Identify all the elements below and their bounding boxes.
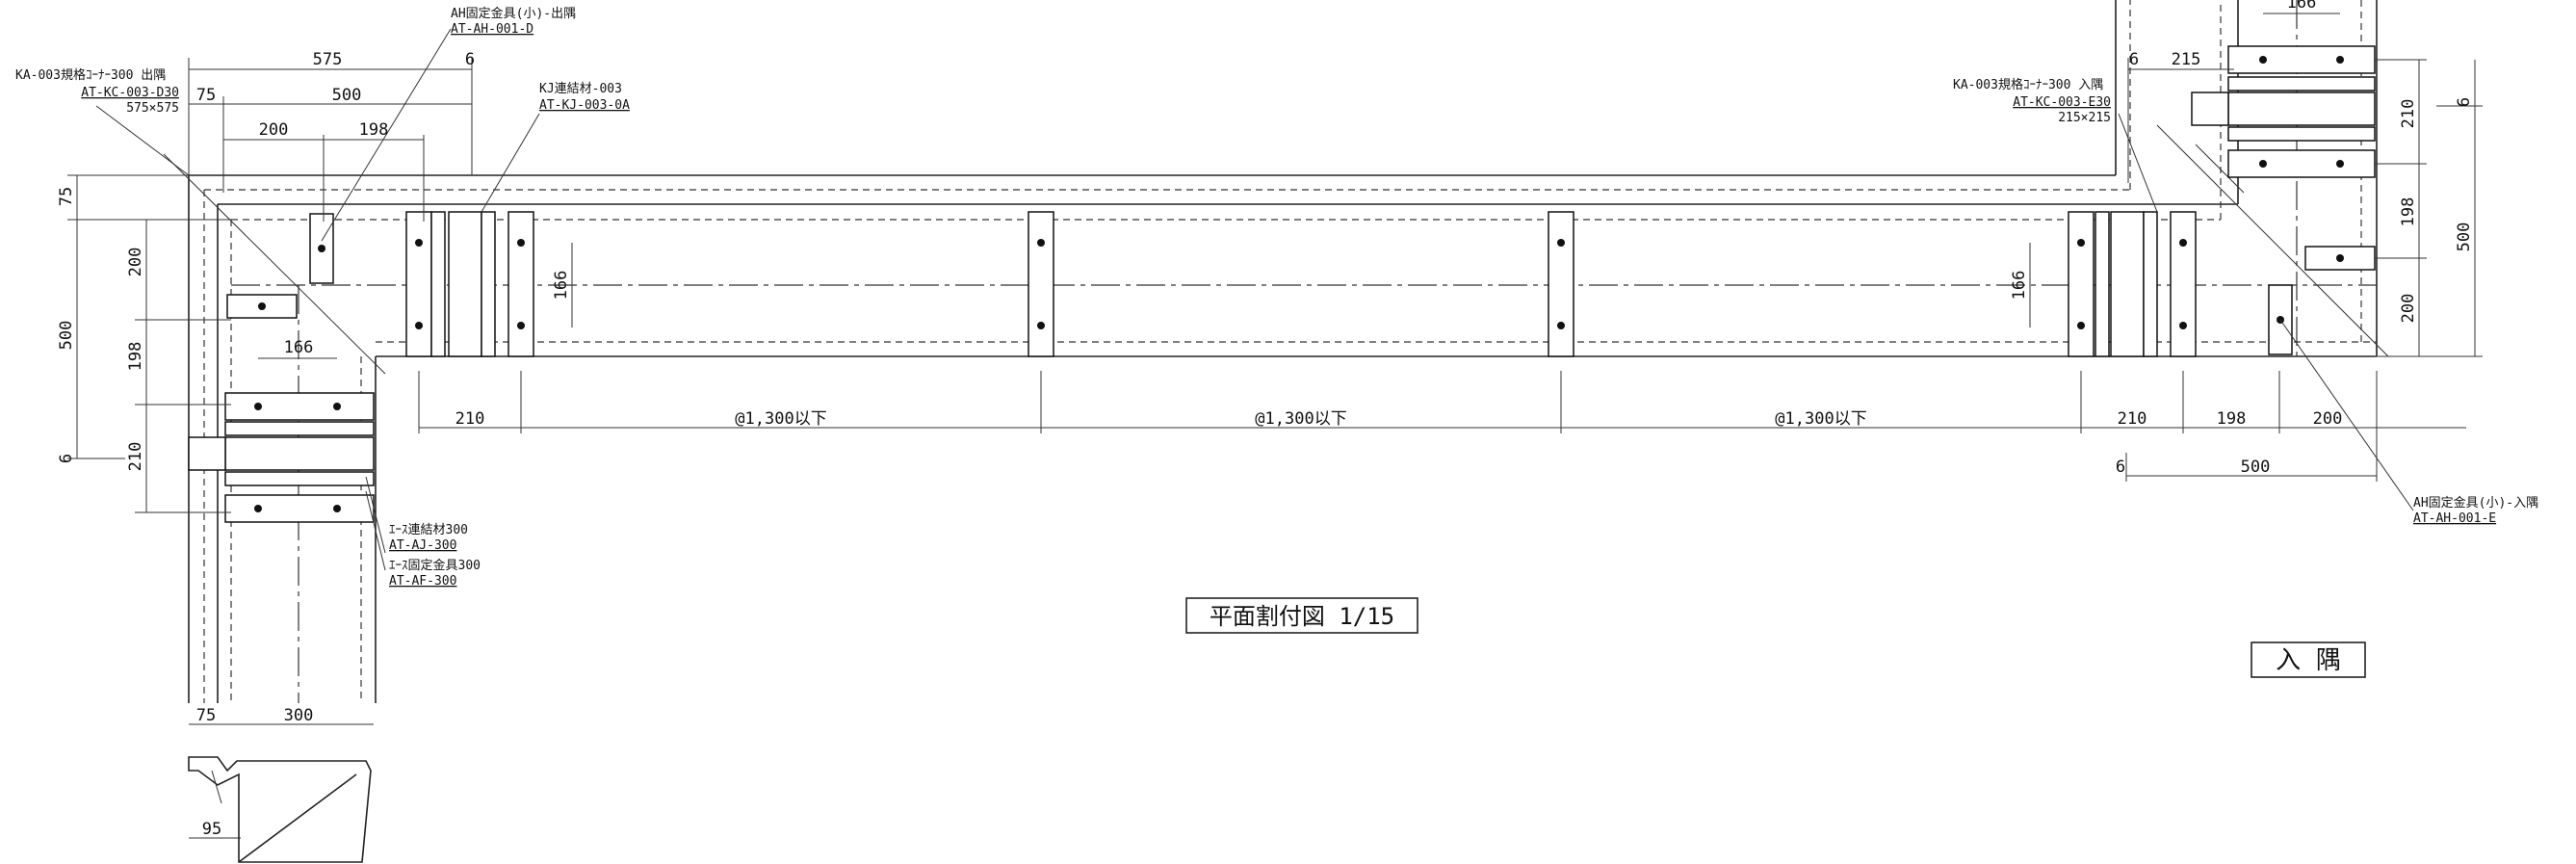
dim-6-top-left: 6 <box>465 50 475 69</box>
kj-name: KJ連結材-003 <box>539 82 622 96</box>
dim-200-left: 200 <box>126 248 145 277</box>
dim-166-mid-right: 166 <box>2010 271 2029 301</box>
dim-210-right: 210 <box>2399 99 2418 129</box>
dim-166-top-right: 166 <box>2287 0 2317 13</box>
dim-198-left: 198 <box>126 342 145 372</box>
corner-label: 入 隅 <box>2276 646 2341 675</box>
dim-6-top-right: 6 <box>2129 50 2139 69</box>
dim-500-right: 500 <box>2455 223 2474 252</box>
dim-500-top: 500 <box>332 86 362 105</box>
dim-166-left: 166 <box>284 338 314 357</box>
dim-6-b: 6 <box>2116 458 2125 477</box>
ka-outer-size: 575×575 <box>126 101 179 116</box>
ace-joint-name: ｴｰｽ連結材300 <box>389 523 468 537</box>
dim-575: 575 <box>313 50 343 69</box>
dim-200-right: 200 <box>2399 294 2418 324</box>
brackets <box>188 45 2376 523</box>
ah-outer-name: AH固定金具(小)-出隅 <box>451 6 576 21</box>
ace-fix-code: AT-AF-300 <box>389 574 456 589</box>
ka-inner-name: KA-003規格ｺｰﾅｰ300 入隅 <box>1953 77 2103 92</box>
ka-outer-code: AT-KC-003-D30 <box>81 86 179 100</box>
dimension-lines <box>67 13 2483 839</box>
drawing-title: 平面割付図 1/15 <box>1210 603 1394 630</box>
dim-198-b: 198 <box>2217 409 2247 429</box>
dim-210-left: 210 <box>126 442 145 472</box>
dim-pitch-1: @1,300以下 <box>735 409 826 429</box>
dim-215: 215 <box>2172 50 2201 69</box>
dim-166-mid-left: 166 <box>552 271 571 301</box>
dim-75-section: 75 <box>196 706 216 725</box>
ace-fix-name: ｴｰｽ固定金具300 <box>389 558 481 573</box>
dim-198-top: 198 <box>359 120 389 140</box>
dim-75-left: 75 <box>57 187 76 206</box>
dim-300-section: 300 <box>284 706 314 725</box>
ka-inner-code: AT-KC-003-E30 <box>2013 95 2111 110</box>
kj-code: AT-KJ-003-0A <box>539 98 630 113</box>
dim-500-left: 500 <box>57 321 76 351</box>
ka-inner-size: 215×215 <box>2058 111 2111 125</box>
dim-pitch-2: @1,300以下 <box>1255 409 1346 429</box>
ah-outer-code: AT-AH-001-D <box>451 22 533 37</box>
dim-75-top: 75 <box>196 86 216 105</box>
dim-pitch-3: @1,300以下 <box>1775 409 1866 429</box>
dim-200-top: 200 <box>259 120 289 140</box>
gutter-section <box>188 756 372 863</box>
ka-outer-name: KA-003規格ｺｰﾅｰ300 出隅 <box>15 67 166 83</box>
dim-6-right: 6 <box>2455 97 2474 107</box>
ah-inner-name: AH固定金具(小)-入隅 <box>2413 495 2538 511</box>
dim-500-b: 500 <box>2241 458 2271 477</box>
ace-joint-code: AT-AJ-300 <box>389 538 456 553</box>
dim-6-left: 6 <box>57 454 76 463</box>
leader-lines <box>95 28 2414 571</box>
dim-210-a: 210 <box>455 409 485 429</box>
dim-198-right: 198 <box>2399 197 2418 227</box>
dim-200-b: 200 <box>2313 409 2343 429</box>
dim-210-b: 210 <box>2118 409 2147 429</box>
ah-inner-code: AT-AH-001-E <box>2413 511 2496 526</box>
dim-95-section: 95 <box>202 820 221 839</box>
